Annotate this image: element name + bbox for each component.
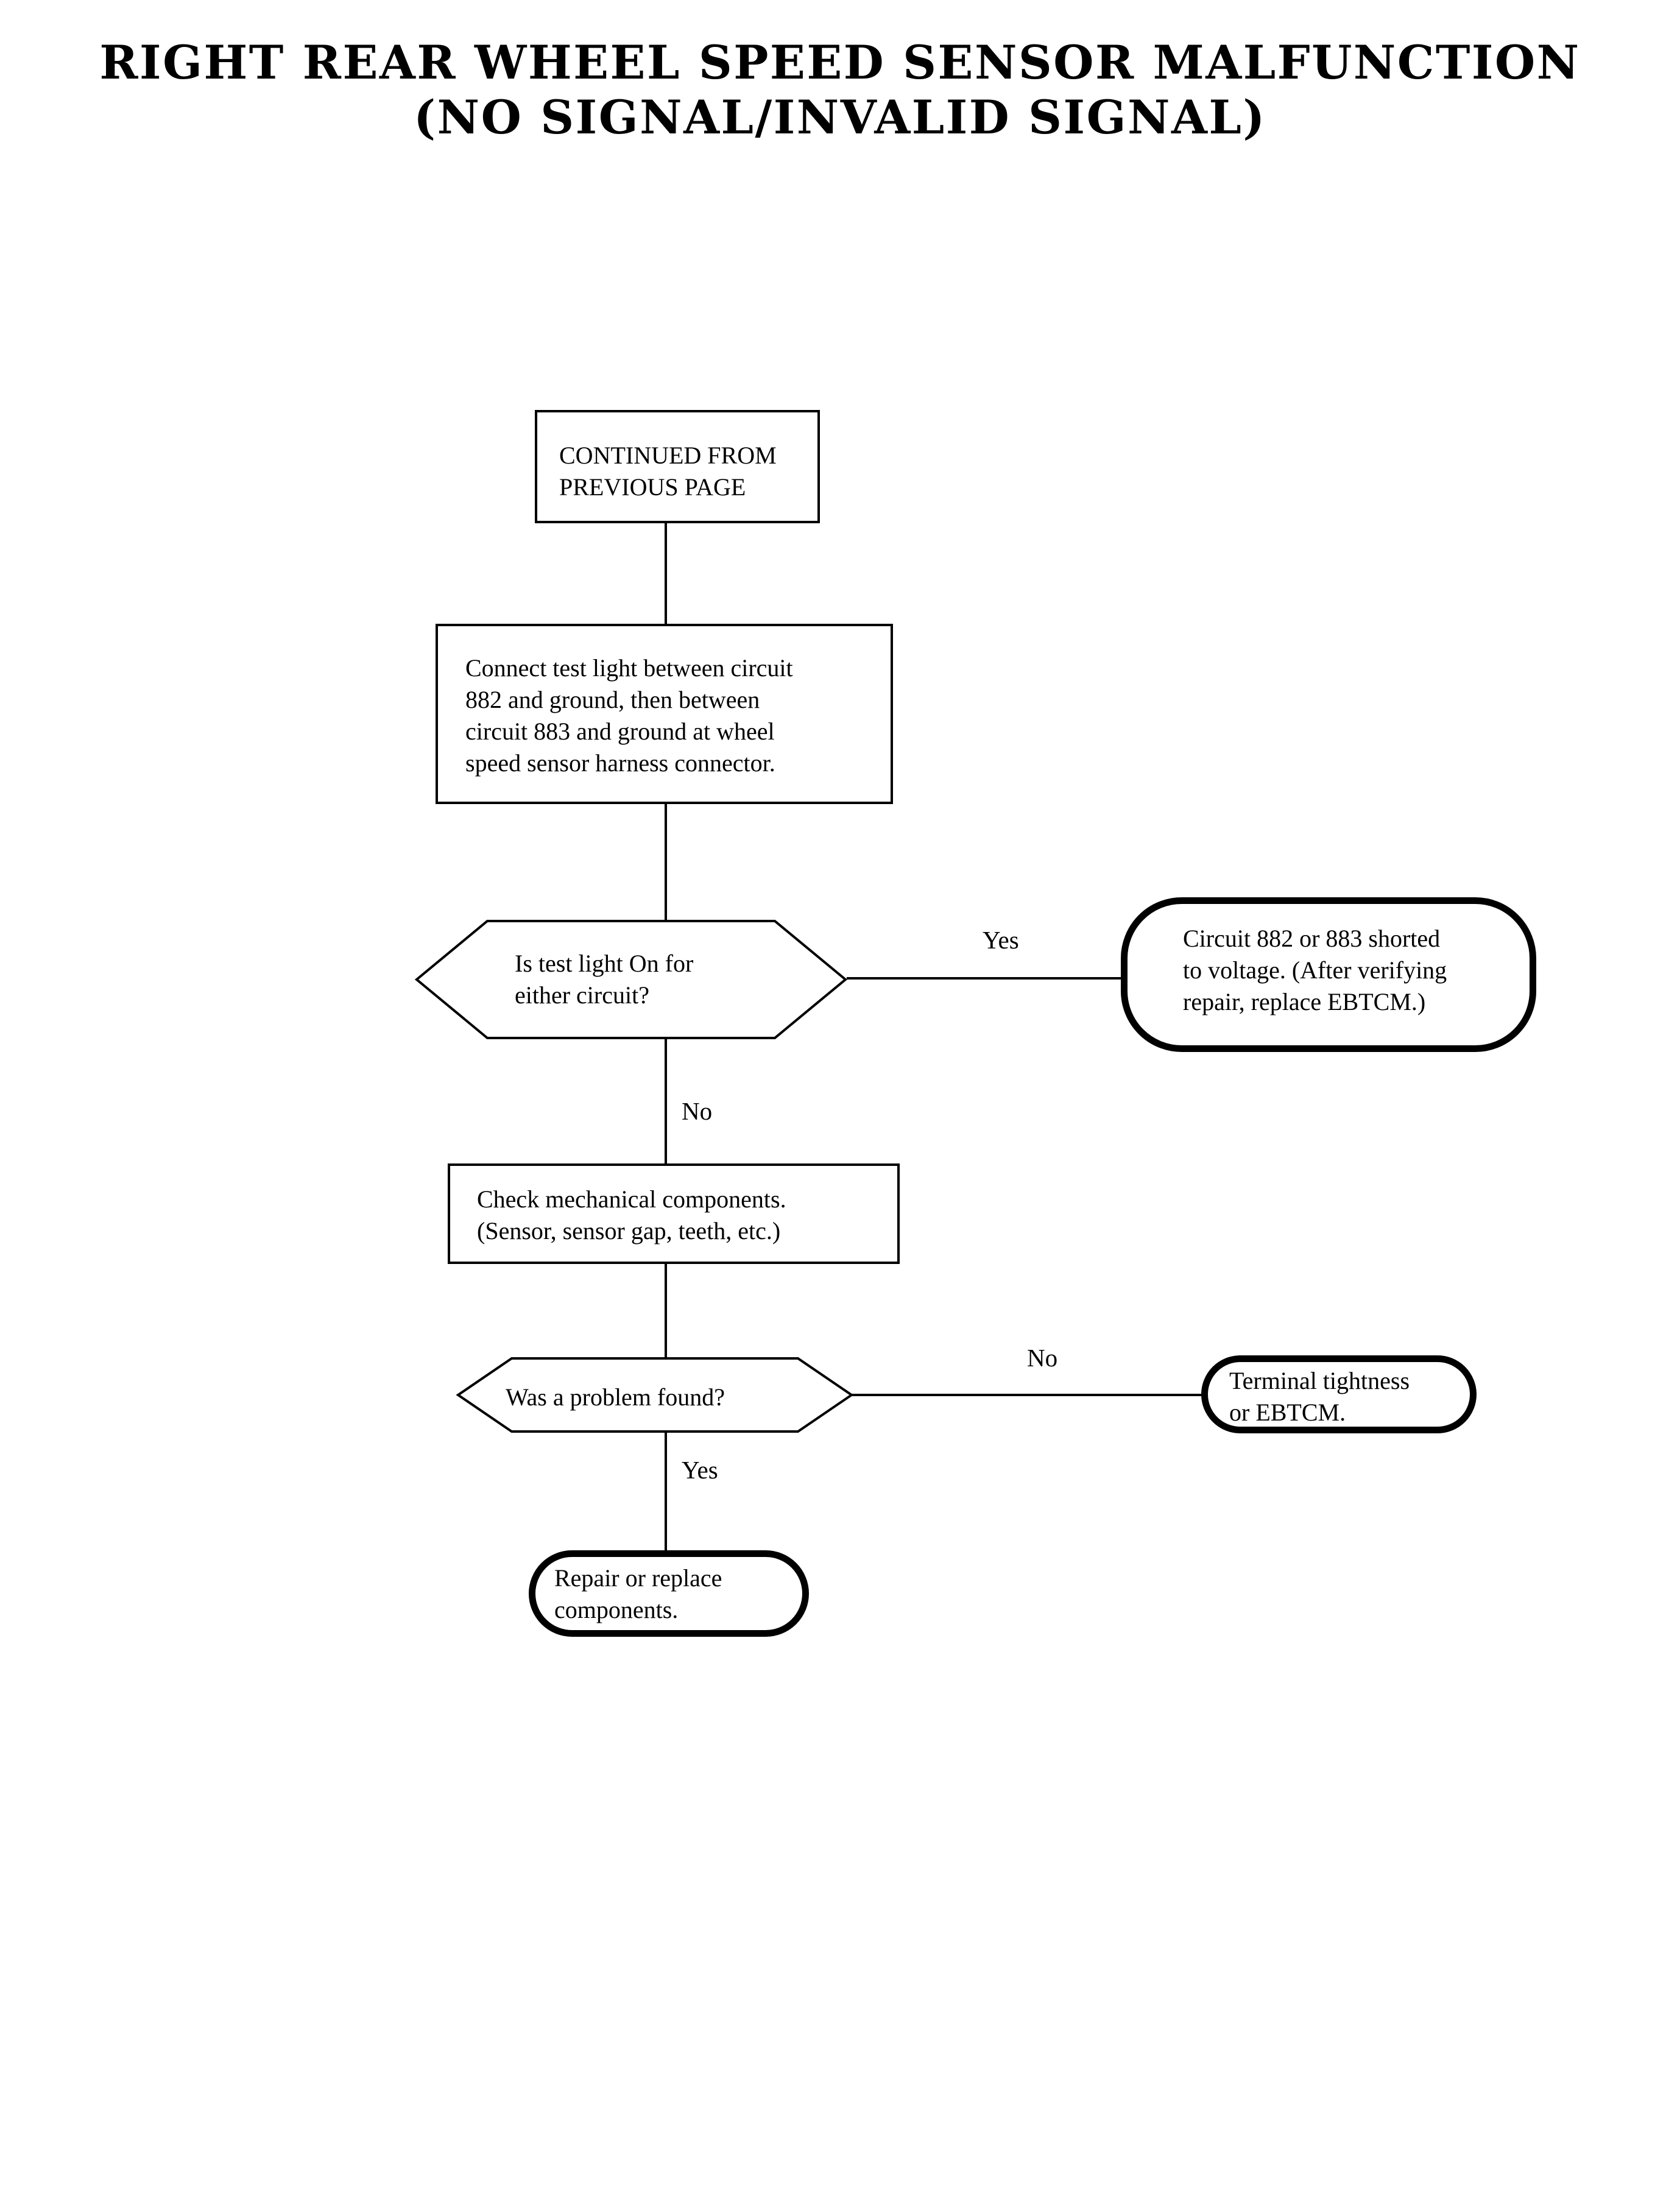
branch-label-no-mechanical: No bbox=[682, 1097, 713, 1125]
node-decision-test-light bbox=[414, 920, 848, 1039]
node-terminal-tightness-label: Terminal tightness or EBTCM. bbox=[1229, 1367, 1410, 1426]
node-continued-from-previous-page-label: CONTINUED FROM PREVIOUS PAGE bbox=[559, 442, 777, 501]
node-repair-or-replace bbox=[529, 1550, 809, 1637]
node-continued-from-previous-page bbox=[535, 410, 820, 523]
connector-yes-to-shorted bbox=[847, 977, 1122, 980]
branch-label-no-terminal: No bbox=[1027, 1344, 1058, 1372]
node-connect-test-light bbox=[436, 624, 893, 804]
connector-no-to-check-mechanical bbox=[665, 1039, 667, 1165]
connector-connect-to-decision-test-light bbox=[665, 804, 667, 921]
connector-no-to-terminal-tightness bbox=[852, 1394, 1205, 1396]
node-shorted-to-voltage bbox=[1121, 897, 1536, 1052]
node-check-mechanical-components bbox=[448, 1163, 900, 1264]
page-title-line-1: RIGHT REAR WHEEL SPEED SENSOR MALFUNCTIO… bbox=[99, 35, 1581, 90]
node-decision-problem-found bbox=[456, 1357, 854, 1433]
connector-continued-to-connect bbox=[665, 523, 667, 625]
branch-label-yes-repair: Yes bbox=[682, 1456, 718, 1484]
node-decision-test-light-label: Is test light On for either circuit? bbox=[515, 950, 694, 1009]
hexagon-shape bbox=[456, 1357, 854, 1433]
page-title: RIGHT REAR WHEEL SPEED SENSOR MALFUNCTIO… bbox=[0, 35, 1680, 144]
node-terminal-tightness bbox=[1201, 1355, 1477, 1433]
node-repair-or-replace-label: Repair or replace components. bbox=[554, 1564, 722, 1623]
node-shorted-to-voltage-label: Circuit 882 or 883 shorted to voltage. (… bbox=[1183, 925, 1447, 1015]
node-check-mechanical-components-label: Check mechanical components. (Sensor, se… bbox=[477, 1185, 786, 1244]
hexagon-shape bbox=[414, 920, 848, 1039]
page-title-line-2: (NO SIGNAL/INVALID SIGNAL) bbox=[414, 90, 1266, 144]
branch-label-yes-shorted: Yes bbox=[983, 926, 1019, 954]
node-decision-problem-found-label: Was a problem found? bbox=[506, 1383, 725, 1411]
connector-check-to-decision-problem bbox=[665, 1264, 667, 1358]
node-connect-test-light-label: Connect test light between circuit 882 a… bbox=[465, 654, 793, 777]
connector-yes-to-repair-replace bbox=[665, 1432, 667, 1552]
